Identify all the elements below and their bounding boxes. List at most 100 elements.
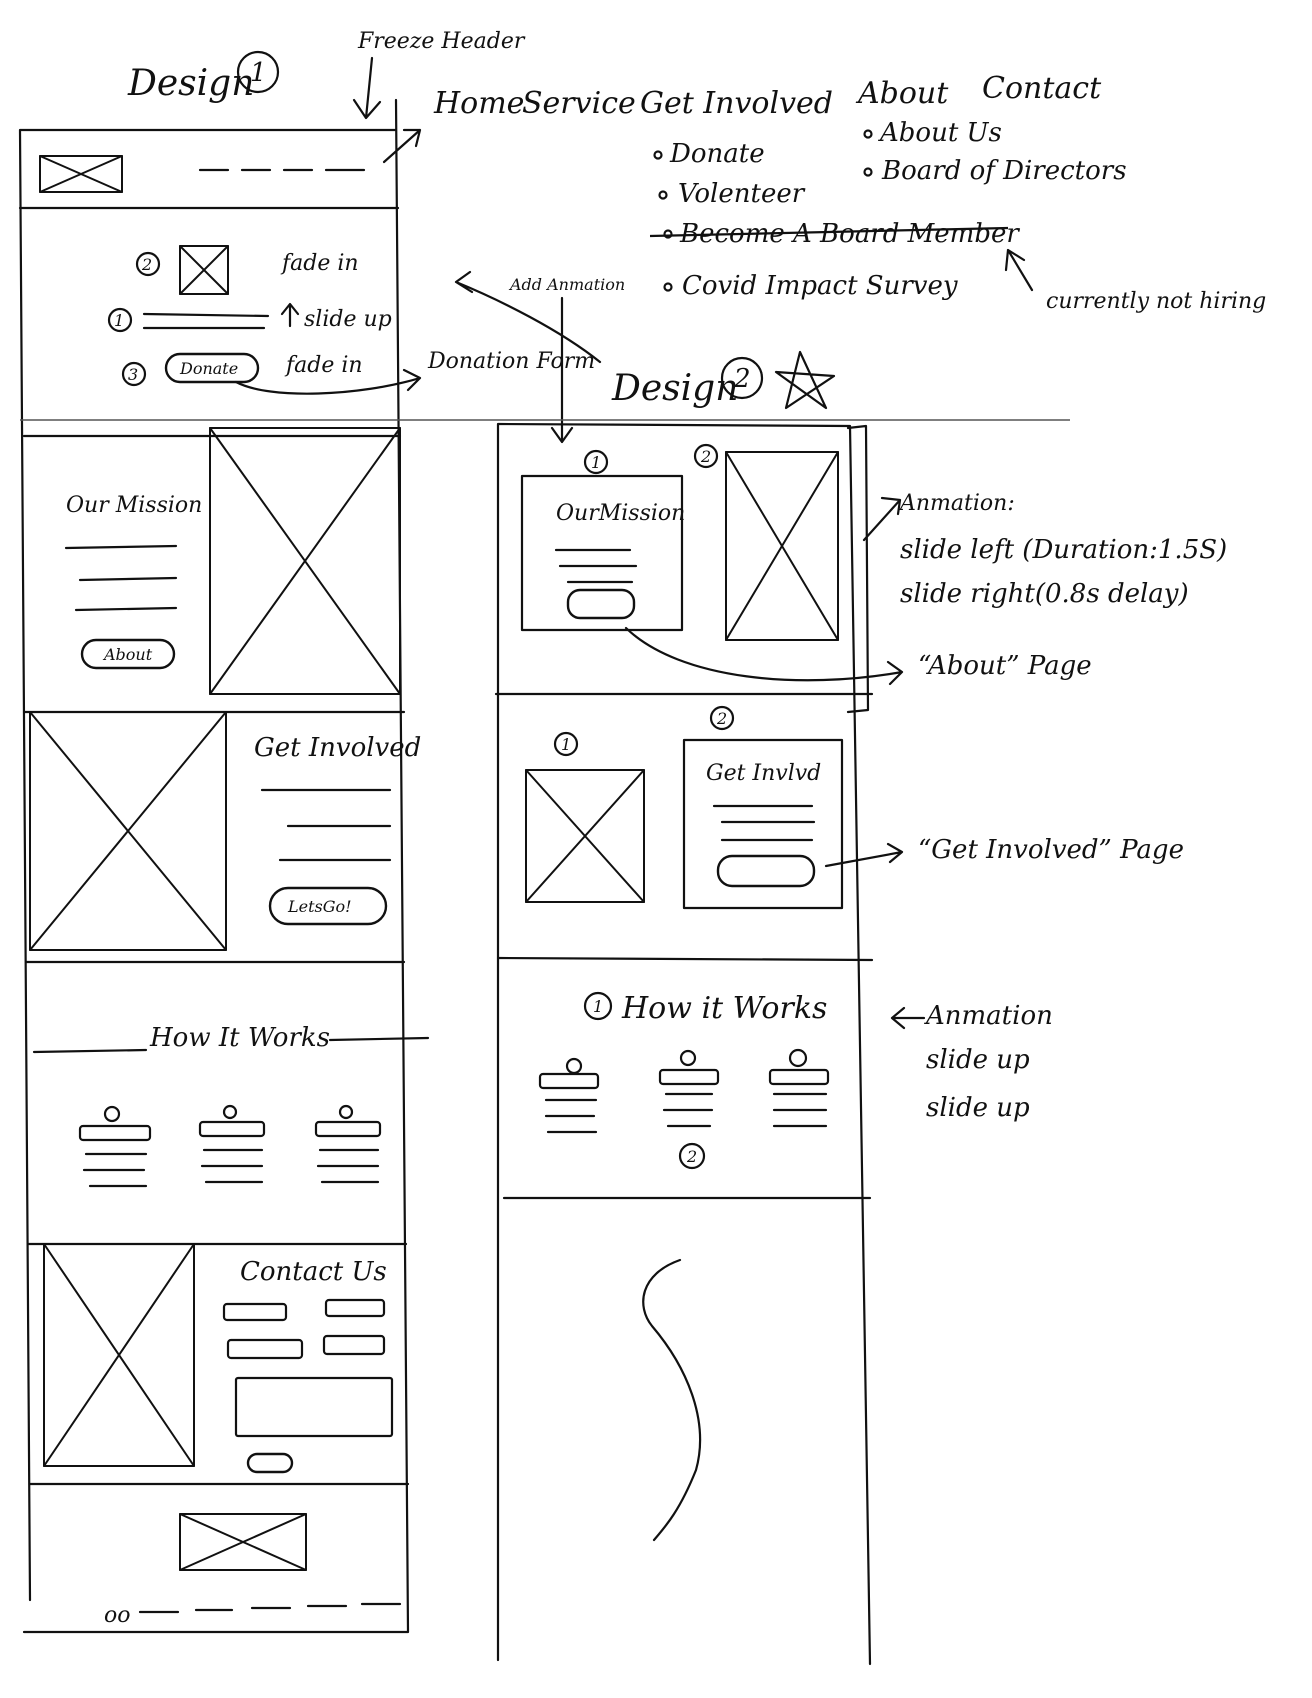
d1-how-step-3 <box>314 1104 382 1184</box>
hero-donate-button[interactable] <box>164 352 260 384</box>
d2-involved-title: Get Invlvd <box>706 761 821 786</box>
involved-image-placeholder <box>29 711 227 951</box>
get-involved-page-arrow <box>824 842 904 868</box>
design2-scrollbar[interactable] <box>846 424 870 714</box>
contact-field[interactable] <box>322 1334 386 1356</box>
design2-frame <box>496 422 872 1666</box>
nav-service: Service <box>522 86 636 121</box>
design1-title: Design <box>127 63 254 104</box>
nav-arrow <box>382 128 422 164</box>
d2-involved-button[interactable] <box>716 854 816 888</box>
d2-how-marker-1: 1 <box>593 997 603 1016</box>
d1-how-title: How It Works <box>149 1023 330 1053</box>
footer-social-dots: oo <box>104 1603 131 1628</box>
design2-notes: Anmation: slide left (Duration:1.5S) sli… <box>862 491 1227 1123</box>
submenu-covid-survey: Covid Impact Survey <box>682 271 958 301</box>
d2-mission-title: OurMission <box>556 501 685 526</box>
about-page-arrow <box>624 626 904 686</box>
d2-mission-button[interactable] <box>566 588 636 620</box>
donation-form-note-1: Donation Form <box>427 349 595 374</box>
design1-number-circle <box>236 50 280 94</box>
note-about-page: “About” Page <box>918 651 1092 681</box>
note-get-involved-page: “Get Involved” Page <box>918 835 1184 865</box>
header-logo-placeholder <box>39 155 123 193</box>
mission-about-label: About <box>102 645 153 664</box>
contact-submit-button[interactable] <box>246 1452 294 1474</box>
involved-letsgo-label: LetsGo! <box>287 897 352 916</box>
d2-mission-marker-1: 1 <box>591 453 601 472</box>
design2-number: 2 <box>733 364 751 394</box>
d2-mission-image <box>725 451 839 641</box>
contact-field[interactable] <box>226 1338 304 1360</box>
design1-wireframe: 2 fade in 1 slide up 3 Donate fade in Do… <box>18 98 1070 1634</box>
design2-number-circle <box>720 356 764 400</box>
contact-title: Contact Us <box>240 1257 387 1287</box>
note-anim-2: slide right(0.8s delay) <box>900 579 1189 609</box>
strike-line <box>649 226 1009 238</box>
star-icon <box>774 350 836 410</box>
hero-marker-2: 2 <box>141 255 152 274</box>
contact-field[interactable] <box>222 1302 288 1322</box>
hero-donate-label: Donate <box>179 359 238 378</box>
contact-field[interactable] <box>324 1298 386 1318</box>
mission-image-placeholder <box>209 427 401 695</box>
donation-form-arrow <box>234 368 422 395</box>
design1-frame <box>18 98 410 1634</box>
note-anim2-title: Anmation <box>924 1001 1053 1031</box>
involved-text-lines <box>260 788 392 862</box>
hero-heading-lines <box>142 312 270 330</box>
freeze-header-arrow <box>352 56 382 120</box>
nav-about: About <box>855 76 949 111</box>
d2-mission-marker-2: 2 <box>700 447 711 466</box>
freeze-header-note: Freeze Header <box>357 29 526 54</box>
note-anim2-2: slide up <box>926 1093 1030 1123</box>
d1-how-step-2 <box>198 1104 266 1184</box>
add-animation-arrow-down <box>550 296 574 444</box>
nav-contact: Contact <box>982 71 1102 106</box>
mission-text-lines <box>64 544 178 612</box>
hero-donate-note: fade in <box>284 353 363 378</box>
footer-logo-placeholder <box>179 1513 307 1571</box>
involved-title: Get Involved <box>254 733 421 763</box>
hero-marker-1: 1 <box>114 311 124 330</box>
d1-how-step-1 <box>78 1105 152 1188</box>
design2-wireframe: 1 2 OurMission 1 2 Get Invlvd 1 How it W… <box>494 422 904 1666</box>
continuation-squiggle <box>642 1258 702 1542</box>
d2-how-step-3 <box>768 1048 830 1128</box>
note-anim2-1: slide up <box>926 1045 1030 1075</box>
d2-involved-marker-1: 1 <box>561 735 571 754</box>
hero-marker-3: 3 <box>128 365 138 384</box>
nav-get-involved: Get Involved <box>640 86 833 121</box>
d2-how-marker-2: 2 <box>686 1147 697 1166</box>
contact-form-fields <box>222 1298 394 1474</box>
design1-number: 1 <box>250 58 267 88</box>
d2-involved-marker-2: 2 <box>716 709 727 728</box>
submenu-about-us: About Us <box>878 118 1002 148</box>
d2-how-step-2: 2 <box>658 1049 720 1170</box>
mission-about-button[interactable] <box>80 638 176 670</box>
hero-heading-note: slide up <box>304 307 392 332</box>
involved-letsgo-button[interactable] <box>268 886 388 926</box>
submenu-volenteer: Volenteer <box>678 179 806 209</box>
hero-image-note: fade in <box>280 251 359 276</box>
nav-labels: Home Service Get Involved About Contact <box>433 71 1102 121</box>
not-hiring-note: currently not hiring <box>1046 289 1266 314</box>
d2-how-step-1 <box>538 1057 600 1134</box>
about-submenu: About Us Board of Directors <box>863 118 1127 186</box>
submenu-donate: Donate <box>669 139 765 169</box>
mission-title: Our Mission <box>66 493 202 518</box>
get-involved-submenu: Donate Volenteer Become A Board Member C… <box>649 139 1020 301</box>
d2-how-title: How it Works <box>621 991 827 1026</box>
hero-image-placeholder <box>179 245 229 295</box>
footer-dashes <box>138 1602 402 1614</box>
submenu-board-directors: Board of Directors <box>881 156 1127 186</box>
add-animation-arrow-left <box>454 270 602 364</box>
contact-message-box[interactable] <box>234 1376 394 1438</box>
d2-involved-image <box>525 769 645 903</box>
d2-mission-card <box>520 474 684 632</box>
add-animation-note: Add Anmation <box>508 275 625 294</box>
note-anim-1: slide left (Duration:1.5S) <box>900 535 1227 565</box>
note-animation-title: Anmation: <box>898 491 1015 516</box>
d2-involved-card <box>682 738 844 910</box>
